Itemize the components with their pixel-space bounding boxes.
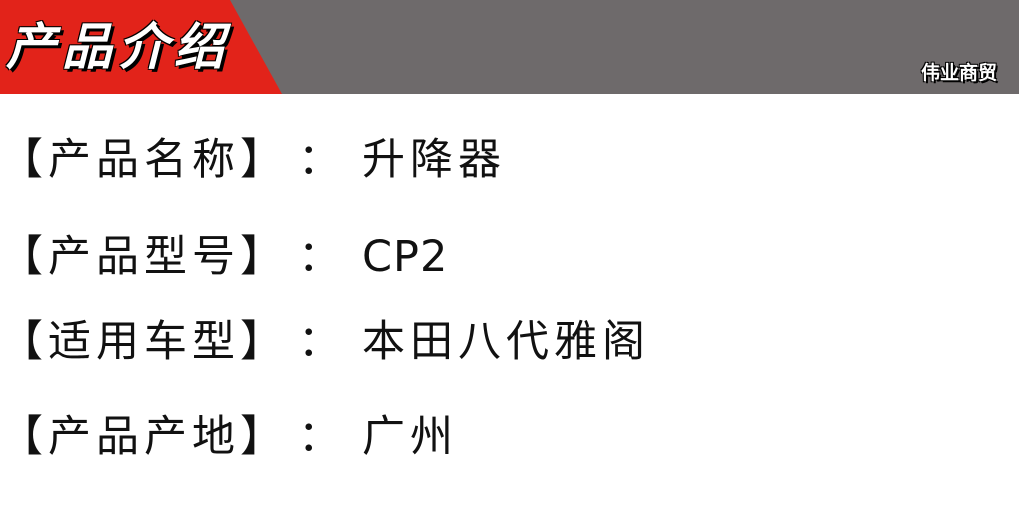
- detail-value: 升降器: [362, 135, 506, 185]
- detail-label: 【适用车型】: [0, 317, 288, 367]
- detail-label: 【产品名称】: [0, 135, 288, 185]
- detail-row-origin: 【产品产地】： 广州: [0, 407, 458, 467]
- page-title: 产品介绍: [6, 17, 230, 76]
- detail-row-product-model: 【产品型号】： CP2: [0, 227, 448, 287]
- detail-value: CP2: [362, 232, 449, 282]
- brand-logo-text: 伟业商贸: [920, 62, 997, 84]
- header-banner: 产品介绍 伟业商贸: [0, 0, 1019, 94]
- detail-value: 广州: [362, 412, 458, 462]
- detail-separator: ：: [298, 412, 346, 462]
- detail-label: 【产品型号】: [0, 232, 288, 282]
- detail-value: 本田八代雅阁: [362, 317, 650, 367]
- detail-separator: ：: [298, 317, 346, 367]
- detail-row-applicable-vehicle: 【适用车型】： 本田八代雅阁: [0, 312, 650, 372]
- detail-separator: ：: [298, 232, 346, 282]
- detail-label: 【产品产地】: [0, 412, 288, 462]
- header-accent-red: [0, 0, 282, 94]
- detail-row-product-name: 【产品名称】： 升降器: [0, 130, 506, 190]
- detail-separator: ：: [298, 135, 346, 185]
